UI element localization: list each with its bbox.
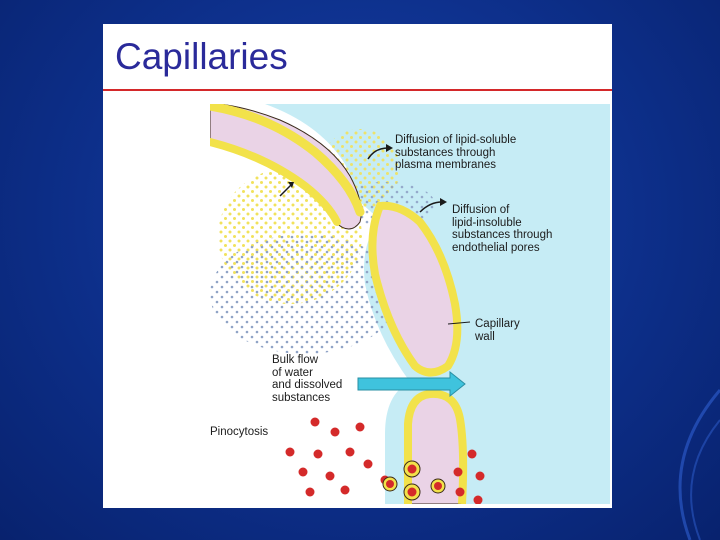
label-pinocytosis: Pinocytosis — [210, 426, 268, 439]
slide-title: Capillaries — [115, 38, 288, 75]
label-lipid-soluble: Diffusion of lipid-soluble substances th… — [395, 134, 516, 172]
label-capillary-wall: Capillary wall — [475, 318, 520, 343]
title-rule — [103, 89, 612, 91]
label-bulk-flow: Bulk flow of water and dissolved substan… — [272, 354, 342, 404]
label-lipid-insoluble: Diffusion of lipid-insoluble substances … — [452, 204, 552, 254]
slide-card: Capillaries — [103, 24, 612, 508]
corner-decoration — [600, 380, 720, 540]
capillary-diagram: Diffusion of lipid-soluble substances th… — [210, 104, 610, 504]
